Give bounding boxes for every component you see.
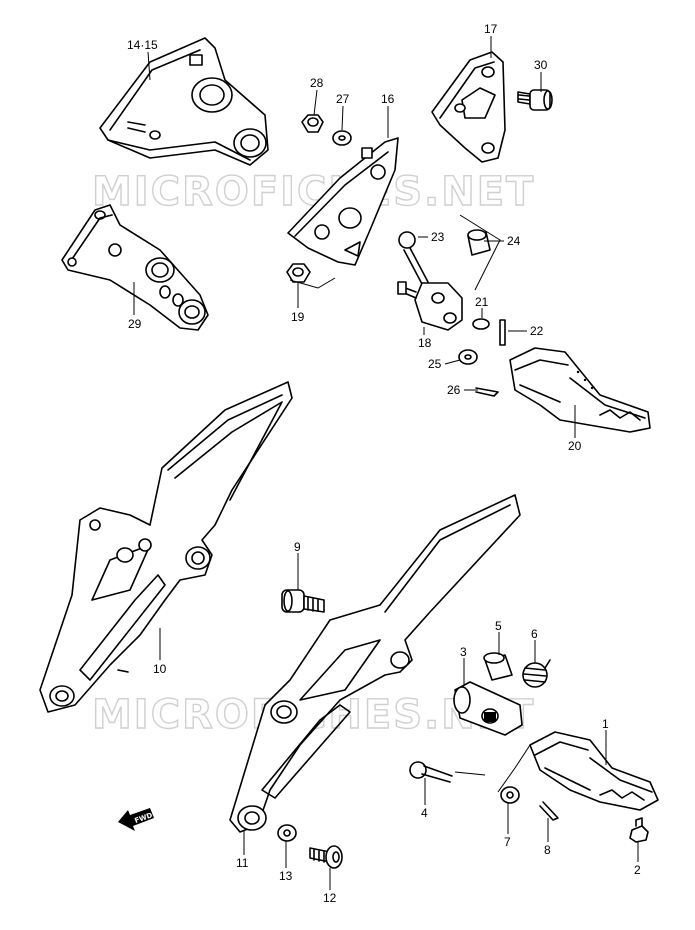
rear-bracket-10 (39, 381, 293, 713)
bushing-24 (467, 229, 491, 256)
callout-10: 10 (153, 662, 167, 676)
cotter-pin-8 (539, 801, 559, 821)
callout-7: 7 (504, 835, 511, 849)
washer-27 (332, 130, 352, 146)
main-bracket-11 (229, 494, 521, 833)
bolt-30 (517, 89, 553, 111)
callout-25: 25 (428, 357, 442, 371)
callout-8: 8 (544, 843, 551, 857)
callout-29: 29 (128, 317, 142, 331)
callout-21: 21 (475, 295, 489, 309)
bolt-12 (309, 845, 343, 869)
pin-23 (398, 231, 429, 285)
callout-24: 24 (507, 234, 521, 248)
watermark-top: MICROFICHES.NET (92, 169, 535, 215)
callout-30: 30 (534, 58, 548, 72)
nut-28 (301, 114, 324, 133)
pivot-3 (453, 681, 523, 736)
callout-13: 13 (279, 869, 293, 883)
footpeg-1 (529, 731, 659, 811)
spring-6 (522, 659, 551, 688)
callout-12: 12 (323, 891, 337, 905)
callout-23: 23 (431, 230, 445, 244)
forward-arrow-icon: FWD (118, 808, 154, 831)
bracket-29 (61, 204, 209, 331)
callout-11: 11 (236, 856, 249, 870)
bracket-16 (287, 137, 399, 266)
callout-20: 20 (568, 439, 582, 453)
callout-3: 3 (460, 645, 467, 659)
nut-19 (286, 263, 311, 283)
washer-7 (500, 786, 520, 804)
callout-28: 28 (310, 76, 324, 90)
pin-22 (499, 319, 506, 346)
bracket-14-15 (99, 37, 269, 166)
washer-13 (277, 824, 297, 842)
callout-2: 2 (634, 863, 641, 877)
bolt-9 (281, 589, 325, 613)
callout-4: 4 (421, 806, 428, 820)
bracket-17 (431, 51, 506, 163)
callout-labels: 14·15 17 28 27 16 30 23 24 29 19 21 22 1… (127, 22, 641, 905)
leader-lines (133, 36, 639, 890)
callout-22: 22 (530, 324, 544, 338)
callout-6: 6 (531, 627, 538, 641)
callout-18: 18 (418, 336, 432, 350)
callout-16: 16 (381, 92, 395, 106)
pivot-bracket-18 (397, 281, 463, 331)
callout-17: 17 (484, 22, 498, 36)
callout-27: 27 (336, 92, 350, 106)
callout-1: 1 (602, 717, 609, 731)
callout-19: 19 (291, 310, 305, 324)
pin-4 (409, 761, 453, 783)
callout-5: 5 (495, 619, 502, 633)
bushing-5 (483, 652, 513, 681)
callout-9: 9 (294, 540, 301, 554)
grease-nipple-2 (629, 817, 649, 843)
ball-21 (472, 318, 490, 330)
washer-25 (458, 349, 478, 365)
callout-14-15: 14·15 (127, 38, 158, 52)
callout-26: 26 (447, 383, 461, 397)
footpeg-20 (509, 347, 651, 433)
cotter-pin-26 (475, 387, 499, 397)
